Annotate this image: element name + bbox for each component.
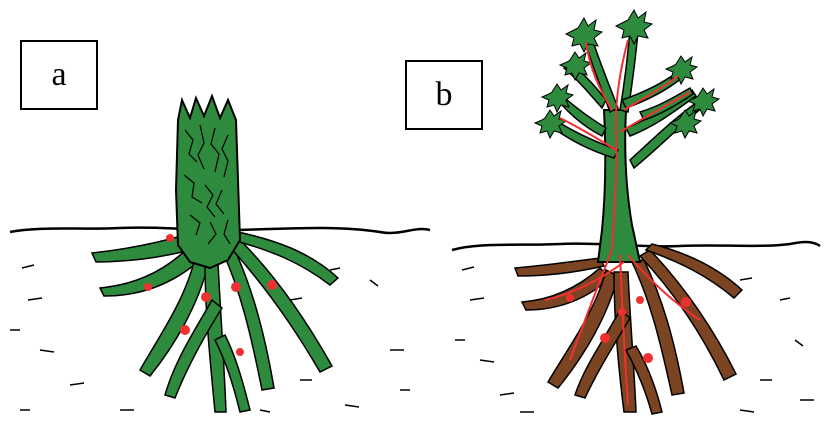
panel-b-illustration [452,10,820,414]
panel-a-illustration [10,96,430,412]
roots-b [515,244,742,414]
stump-trunk-a [176,96,240,268]
